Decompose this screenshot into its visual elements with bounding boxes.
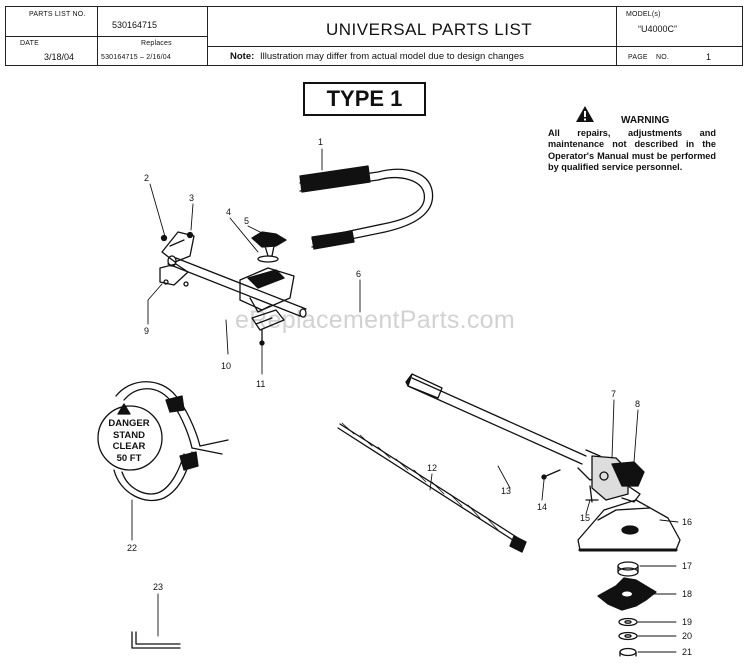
page-label: PAGE — [628, 54, 648, 61]
callout-10: 10 — [221, 361, 232, 371]
blade-part — [597, 577, 657, 611]
parts-list-no-value-cell — [98, 7, 208, 37]
danger-line-2: STAND — [112, 429, 146, 441]
parts-list-no-label: PARTS LIST NO. — [29, 11, 86, 18]
callout-23: 23 — [153, 582, 164, 592]
callout-6: 6 — [356, 269, 362, 279]
leader-lines — [131, 148, 679, 653]
callout-13: 13 — [501, 486, 512, 496]
callout-1: 1 — [318, 137, 324, 147]
callout-14: 14 — [537, 502, 548, 512]
callout-19: 19 — [682, 617, 693, 627]
screw-part — [160, 231, 194, 287]
blade-guard-part — [577, 499, 681, 552]
danger-line-4: 50 FT — [116, 452, 142, 464]
page-title: UNIVERSAL PARTS LIST — [326, 20, 533, 39]
callout-18: 18 — [682, 589, 693, 599]
clamp-block-part — [239, 267, 295, 331]
danger-line-1: DANGER — [108, 418, 150, 429]
note-cell — [208, 47, 617, 66]
model-cell — [617, 7, 743, 47]
callout-20: 20 — [682, 631, 693, 641]
danger-label: DANGER STAND CLEAR 50 FT — [100, 418, 158, 464]
page-no-label: NO. — [656, 54, 670, 61]
callout-15: 15 — [580, 513, 591, 523]
date-cell — [6, 37, 98, 66]
callout-5: 5 — [244, 216, 250, 226]
models-label: MODEL(s) — [626, 11, 661, 18]
loop-handle-part — [299, 165, 434, 250]
type-label: TYPE 1 — [326, 86, 403, 111]
callout-16: 16 — [682, 517, 693, 527]
note-text: Illustration may differ from actual mode… — [260, 51, 524, 62]
nut-part — [617, 561, 639, 577]
date-label: DATE — [20, 40, 39, 47]
screw-small-part — [541, 469, 561, 480]
warning-title: WARNING — [621, 115, 670, 126]
replaces-label: Replaces — [141, 40, 172, 47]
handle-clamp-part — [159, 231, 195, 286]
page-no-value: 1 — [706, 52, 712, 62]
shoulder-harness-part — [97, 381, 229, 502]
title-cell — [208, 7, 617, 47]
callout-4: 4 — [226, 207, 232, 217]
drive-shaft-part — [337, 422, 527, 553]
knob-part — [251, 231, 287, 263]
callout-7: 7 — [611, 389, 617, 399]
callout-17: 17 — [682, 561, 693, 571]
callout-11: 11 — [256, 379, 266, 389]
hex-key-part — [131, 631, 181, 649]
replaces-cell — [98, 37, 208, 66]
main-tube-part — [405, 373, 605, 481]
model-value: “U4000C” — [638, 24, 678, 34]
parts-list-no-value: 530164715 — [112, 20, 158, 30]
watermark: eReplacementParts.com — [234, 306, 516, 334]
warning-text: All repairs, adjustments and maintenance… — [548, 128, 716, 173]
type-label-box: TYPE 1 — [303, 82, 426, 116]
bolt-part — [259, 329, 265, 346]
note-label: Note: — [230, 51, 255, 62]
replaces-value: 530164715 – 2/16/04 — [101, 54, 171, 61]
danger-line-3: CLEAR — [112, 441, 146, 452]
callout-2: 2 — [144, 173, 150, 183]
callout-22: 22 — [127, 543, 138, 553]
handle-bar-part — [167, 255, 307, 318]
date-value: 3/18/04 — [44, 52, 75, 62]
washer-part — [618, 617, 638, 657]
parts-list-header: PARTS LIST NO. 530164715 UNIVERSAL PARTS… — [5, 6, 743, 66]
gear-head-part — [591, 455, 645, 503]
callout-8: 8 — [635, 399, 641, 409]
callout-3: 3 — [189, 193, 195, 203]
pin-part — [585, 485, 599, 503]
callout-21: 21 — [682, 647, 693, 657]
callout-9: 9 — [144, 326, 150, 336]
parts-list-no-cell — [6, 7, 98, 37]
callout-12: 12 — [427, 463, 438, 473]
